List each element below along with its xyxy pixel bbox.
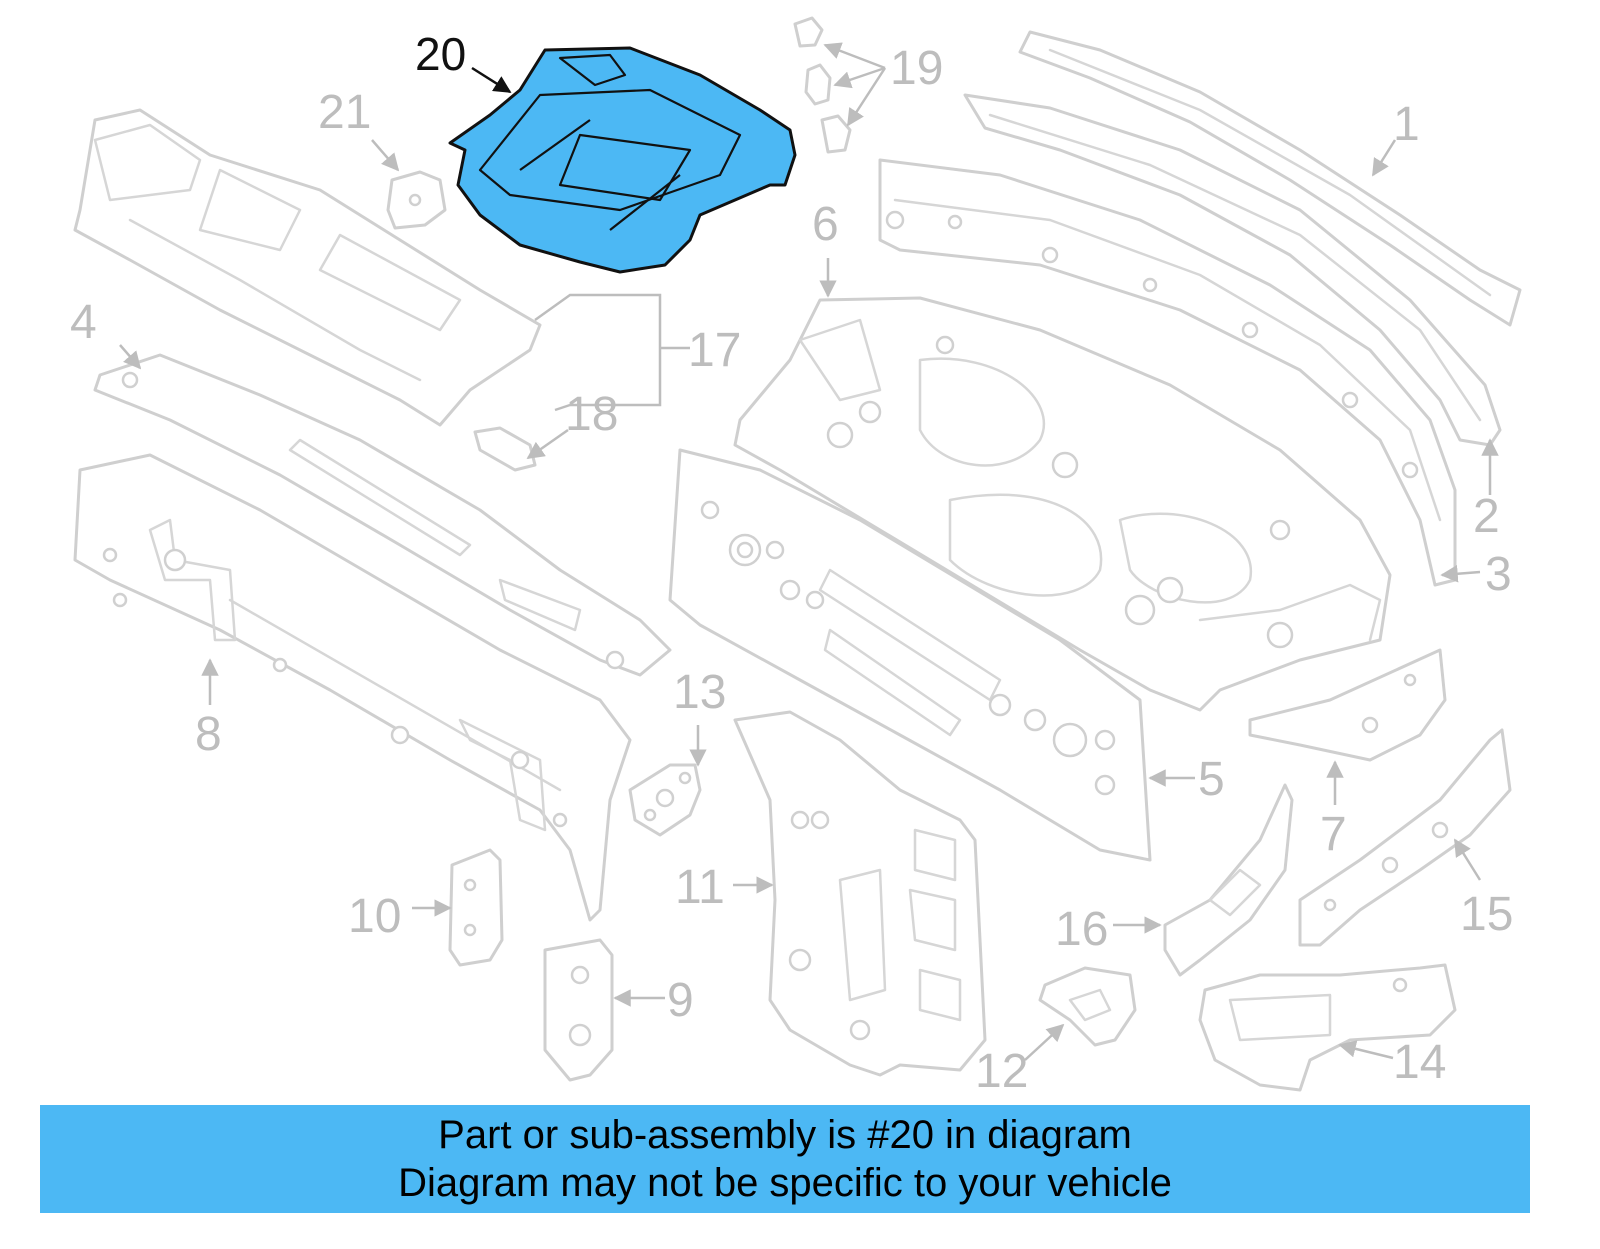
- part-10-bracket: [448, 848, 504, 967]
- part-4-panel: [93, 353, 672, 677]
- callout-2: 2: [1473, 490, 1500, 543]
- part-16-bracket: [1163, 783, 1294, 977]
- callout-21: 21: [318, 86, 371, 139]
- part-18-clip: [473, 426, 537, 472]
- part-2-panel: [963, 93, 1502, 447]
- part-11-pillar: [733, 710, 987, 1077]
- part-9-bracket: [543, 938, 614, 1082]
- callout-16: 16: [1055, 903, 1108, 956]
- part-19-clips: [793, 16, 852, 154]
- part-14-rail: [1198, 963, 1457, 1092]
- callout-13: 13: [673, 666, 726, 719]
- callout-8: 8: [195, 708, 222, 761]
- part-20-highlighted: [448, 46, 797, 274]
- part-6-tray: [733, 296, 1392, 712]
- part-15-rail: [1298, 728, 1512, 947]
- part-8-beam: [73, 453, 632, 922]
- callout-18: 18: [565, 388, 618, 441]
- part-7-bracket: [1248, 648, 1447, 762]
- part-17-grille: [73, 108, 542, 427]
- callout-9: 9: [667, 974, 694, 1027]
- banner-line-2: Diagram may not be specific to your vehi…: [398, 1161, 1172, 1205]
- part-13-plate: [628, 763, 702, 837]
- callout-17: 17: [688, 324, 741, 377]
- callout-3: 3: [1485, 548, 1512, 601]
- callouts: 1 2 3 4 5 6 7 8 9 10 11 12 13 14 15 16 1…: [70, 28, 1513, 1098]
- banner-line-1: Part or sub-assembly is #20 in diagram: [438, 1113, 1132, 1157]
- callout-7: 7: [1320, 808, 1347, 861]
- callout-6: 6: [812, 198, 839, 251]
- callout-4: 4: [70, 296, 97, 349]
- callout-14: 14: [1393, 1036, 1446, 1089]
- part-3-rear-rail: [878, 158, 1457, 587]
- part-1-rail: [1018, 30, 1522, 327]
- info-banner: Part or sub-assembly is #20 in diagram D…: [40, 1105, 1530, 1213]
- part-5-side-rail: [668, 448, 1152, 862]
- callout-19: 19: [890, 42, 943, 95]
- part-12-bracket: [1038, 966, 1137, 1047]
- leader-lines: [119, 42, 1499, 1061]
- callout-10: 10: [348, 890, 401, 943]
- callout-12: 12: [975, 1045, 1028, 1098]
- callout-15: 15: [1460, 888, 1513, 941]
- part-21-bracket: [386, 170, 447, 230]
- callout-11: 11: [675, 861, 725, 914]
- callout-20: 20: [415, 28, 466, 80]
- callout-1: 1: [1393, 98, 1420, 151]
- callout-5: 5: [1198, 753, 1225, 806]
